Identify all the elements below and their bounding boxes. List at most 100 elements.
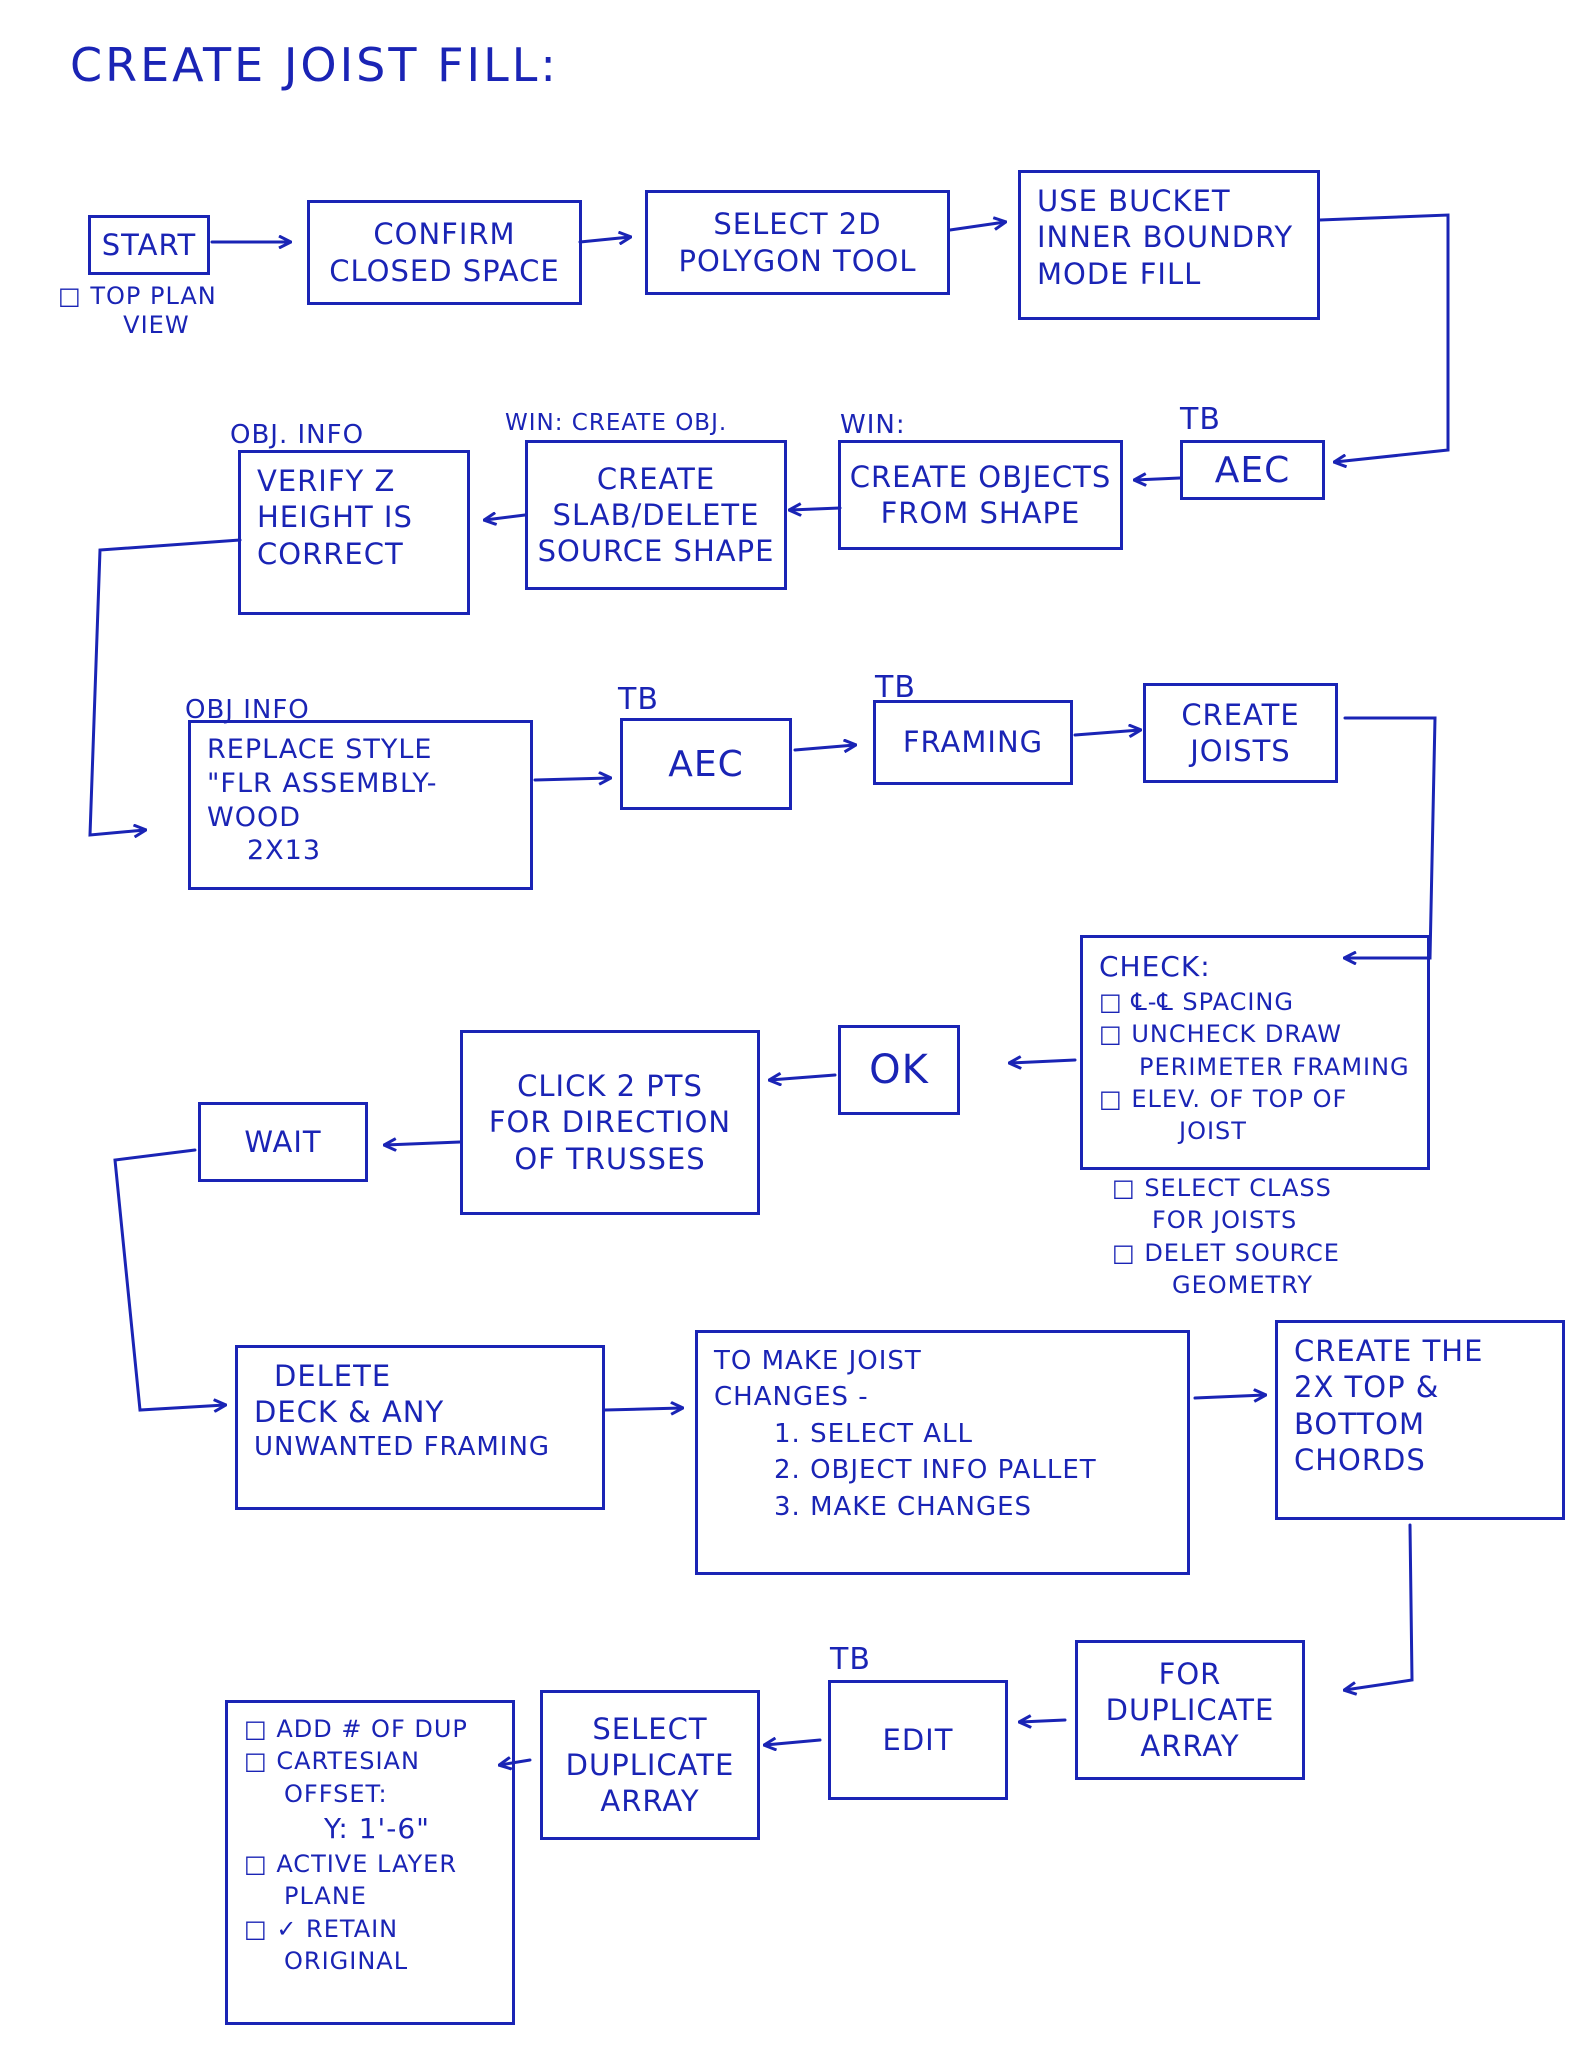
arrow-aec-framing [793, 745, 855, 750]
check-item-elev: ELEV. OF TOP OF [1099, 1083, 1411, 1115]
tag-obj-info-1: OBJ. INFO [230, 420, 365, 450]
node-verify-line-3: CORRECT [257, 536, 404, 571]
arrow-replace-aec [533, 778, 610, 780]
node-replace-style: REPLACE STYLE "FLR ASSEMBLY-WOOD 2X13 [188, 720, 533, 890]
node-select-dup-line-1: SELECT [592, 1711, 708, 1746]
node-chords-line-2: 2X TOP & [1294, 1370, 1440, 1405]
check-item-delet-source: DELET SOURCE [1112, 1237, 1340, 1269]
node-chords-line-3: BOTTOM CHORDS [1294, 1406, 1426, 1477]
connector-bucket-aec [1318, 213, 1450, 462]
node-tb-aec-1-label: AEC [1214, 449, 1291, 491]
node-create-slab-line-2: SLAB/DELETE [552, 497, 760, 532]
node-check: CHECK: ℄-℄ SPACING UNCHECK DRAW PERIMETE… [1080, 935, 1430, 1170]
check-item-uncheck-draw: UNCHECK DRAW [1099, 1018, 1411, 1050]
check-item-perimeter: PERIMETER FRAMING [1139, 1052, 1410, 1081]
arrow-createobj-slab [790, 508, 842, 510]
arrow-check-ok [1010, 1060, 1077, 1063]
node-create-objects-line-1: CREATE OBJECTS [849, 459, 1112, 494]
node-joist-lead-2: CHANGES - [714, 1382, 869, 1413]
option-plane: PLANE [284, 1882, 367, 1911]
node-delete-deck: DELETE DECK & ANY UNWANTED FRAMING [235, 1345, 605, 1510]
node-framing-label: FRAMING [902, 725, 1044, 760]
node-select-duplicate-array: SELECT DUPLICATE ARRAY [540, 1690, 760, 1840]
arrow-delete-joistchanges [603, 1408, 682, 1410]
tag-tb-aec-1: TB [1180, 402, 1221, 437]
node-tb-aec-2-label: AEC [668, 743, 744, 785]
node-for-dup-line-1: FOR [1158, 1656, 1222, 1691]
node-select-polygon-tool: SELECT 2D POLYGON TOOL [645, 190, 950, 295]
tag-tb-framing: TB [875, 670, 916, 705]
node-delete-line-3: UNWANTED FRAMING [254, 1431, 551, 1462]
node-start-label: START [101, 227, 197, 262]
connector-verify-replace [88, 538, 242, 835]
option-active-layer: ACTIVE LAYER [244, 1848, 496, 1880]
check-item-joist: JOIST [1179, 1117, 1247, 1146]
node-joist-step-1: 1. SELECT ALL [774, 1418, 973, 1449]
node-wait-label: WAIT [244, 1124, 322, 1159]
node-create-slab: CREATE SLAB/DELETE SOURCE SHAPE [525, 440, 787, 590]
node-for-duplicate-array: FOR DUPLICATE ARRAY [1075, 1640, 1305, 1780]
node-create-objects-line-2: FROM SHAPE [880, 496, 1081, 530]
node-delete-line-2: DECK & ANY [254, 1395, 445, 1430]
node-check-title: CHECK: [1099, 950, 1211, 983]
arrow-click-wait [385, 1142, 462, 1145]
node-verify-line-1: VERIFY Z [257, 464, 396, 498]
start-note: TOP PLAN VIEW [58, 282, 217, 340]
node-click-line-2: FOR DIRECTION [488, 1105, 732, 1140]
node-joist-step-2: 2. OBJECT INFO PALLET [774, 1455, 1097, 1486]
check-item-select-class: SELECT CLASS [1112, 1172, 1340, 1204]
node-replace-line-2: "FLR ASSEMBLY-WOOD [207, 767, 438, 833]
option-original: ORIGINAL [284, 1947, 409, 1976]
tag-win-create-objects: WIN: [840, 410, 906, 440]
node-tb-aec-2: AEC [620, 718, 792, 810]
option-y-value: Y: 1'-6" [324, 1812, 431, 1846]
node-select-poly-line-1: SELECT 2D [713, 207, 882, 242]
node-bucket-line-1: USE BUCKET [1037, 184, 1231, 218]
node-chords-line-1: CREATE THE [1294, 1334, 1484, 1368]
tag-tb-edit: TB [830, 1642, 871, 1677]
arrow-selectdup-options [500, 1760, 532, 1765]
node-click-line-3: OF TRUSSES [514, 1141, 706, 1176]
node-wait: WAIT [198, 1102, 368, 1182]
arrow-joistchanges-chords [1193, 1395, 1265, 1398]
page-title: CREATE JOIST FILL: [70, 38, 559, 92]
node-create-joists: CREATE JOISTS [1143, 683, 1338, 783]
node-bucket-line-3: MODE FILL [1037, 256, 1202, 291]
tag-win-create-obj: WIN: CREATE OBJ. [505, 410, 728, 436]
start-note-line-1: TOP PLAN [58, 282, 217, 311]
start-note-line-2: VIEW [123, 310, 190, 339]
arrow-confirm-select [578, 237, 630, 242]
node-duplicate-options: ADD # OF DUP CARTESIAN OFFSET: Y: 1'-6" … [225, 1700, 515, 2025]
node-confirm-closed-space: CONFIRM CLOSED SPACE [307, 200, 582, 305]
node-replace-line-3: 2X13 [247, 835, 322, 867]
node-start: START [88, 215, 210, 275]
node-create-chords: CREATE THE 2X TOP & BOTTOM CHORDS [1275, 1320, 1565, 1520]
node-create-objects-from-shape: CREATE OBJECTS FROM SHAPE [838, 440, 1123, 550]
node-create-joists-line-1: CREATE [1181, 697, 1300, 732]
node-click-points: CLICK 2 PTS FOR DIRECTION OF TRUSSES [460, 1030, 760, 1215]
arrow-edit-selectdup [765, 1740, 822, 1745]
option-add-dup: ADD # OF DUP [244, 1713, 496, 1745]
node-click-line-1: CLICK 2 PTS [517, 1069, 703, 1104]
node-create-slab-line-3: SOURCE SHAPE [537, 534, 775, 569]
node-ok-label: OK [869, 1047, 929, 1093]
connector-chords-fordup [1345, 1523, 1414, 1690]
node-confirm-line-2: CLOSED SPACE [329, 253, 560, 288]
node-select-dup-line-3: ARRAY [600, 1784, 700, 1819]
option-offset: OFFSET: [284, 1779, 388, 1808]
connector-wait-delete [113, 1148, 225, 1410]
check-item-geometry: GEOMETRY [1172, 1271, 1313, 1300]
node-create-slab-line-1: CREATE [596, 461, 716, 496]
node-for-dup-line-2: DUPLICATE [1105, 1692, 1275, 1727]
node-edit: EDIT [828, 1680, 1008, 1800]
node-create-joists-line-2: JOISTS [1190, 734, 1291, 768]
arrow-framing-joists [1073, 730, 1140, 735]
check-item-spacing: ℄-℄ SPACING [1099, 986, 1411, 1018]
node-tb-aec-1: AEC [1180, 440, 1325, 500]
node-select-dup-line-2: DUPLICATE [565, 1747, 735, 1782]
node-delete-line-1: DELETE [274, 1359, 392, 1393]
node-framing: FRAMING [873, 700, 1073, 785]
node-select-poly-line-2: POLYGON TOOL [678, 243, 917, 278]
